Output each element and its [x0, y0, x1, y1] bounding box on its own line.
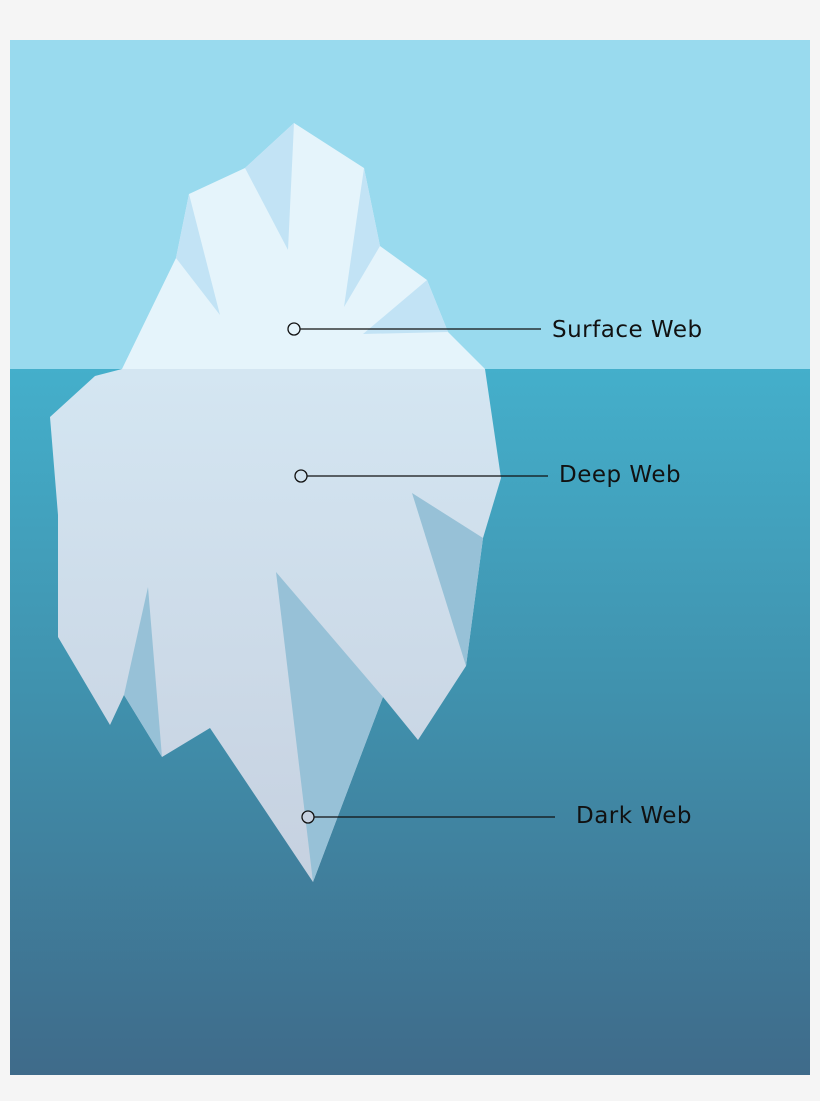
iceberg-tip-facet: [176, 194, 220, 315]
iceberg-submerged-body: [50, 369, 501, 882]
marker-dot: [287, 322, 301, 336]
callout-surface-web: Surface Web: [287, 317, 703, 343]
label-deep-web: Deep Web: [559, 462, 681, 488]
label-dark-web: Dark Web: [576, 803, 692, 829]
iceberg-tip-facet: [245, 123, 294, 250]
callout-dark-web: Dark Web: [301, 803, 692, 829]
marker-dot: [294, 469, 308, 483]
marker-dot: [301, 810, 315, 824]
label-surface-web: Surface Web: [552, 317, 703, 343]
iceberg-tip-facet: [344, 168, 380, 307]
iceberg-submerged-facet: [412, 493, 483, 666]
iceberg-submerged-facet: [124, 587, 162, 757]
iceberg-submerged: [50, 369, 501, 882]
callout-deep-web: Deep Web: [294, 462, 681, 488]
iceberg-tip: [122, 123, 485, 369]
iceberg-submerged-facet: [276, 572, 383, 882]
iceberg-tip-body: [122, 123, 485, 369]
iceberg-tip-facet: [363, 280, 448, 334]
